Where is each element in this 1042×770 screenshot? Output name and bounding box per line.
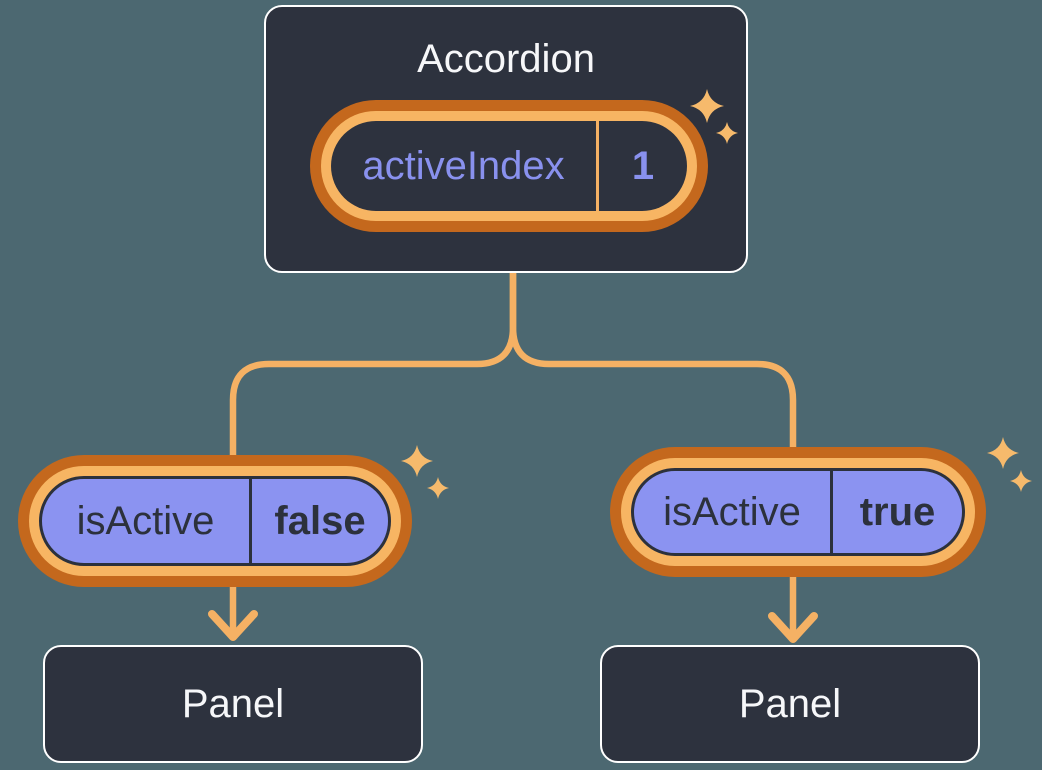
- sparkle-icon: [987, 437, 1019, 469]
- state-divider: [830, 471, 833, 553]
- state-pill-isactive-left: isActive false: [18, 455, 412, 587]
- arrow-down-icon: [208, 610, 258, 641]
- panel-node-right: Panel: [600, 645, 980, 763]
- state-pill-glow-ring: isActive false: [29, 466, 401, 576]
- state-name: activeIndex: [362, 144, 565, 188]
- state-value: true: [859, 490, 936, 534]
- accordion-node: Accordion activeIndex 1: [264, 5, 748, 273]
- state-pill-glow-ring: isActive true: [621, 458, 975, 566]
- sparkle-icon: [1010, 470, 1032, 492]
- panel-title: Panel: [738, 682, 842, 726]
- state-pill-isactive-right: isActive true: [610, 447, 986, 577]
- state-value: 1: [631, 144, 655, 188]
- state-pill-activeindex: activeIndex 1: [310, 100, 708, 232]
- state-pill-glow-ring: activeIndex 1: [321, 111, 697, 221]
- panel-node-left: Panel: [43, 645, 423, 763]
- sparkle-icon: [427, 477, 449, 499]
- state-name: isActive: [76, 499, 215, 543]
- panel-title: Panel: [181, 682, 285, 726]
- accordion-title: Accordion: [417, 37, 595, 81]
- arrow-down-icon: [768, 612, 818, 643]
- sparkle-icon: [401, 445, 433, 477]
- state-value: false: [274, 499, 366, 543]
- state-divider: [596, 121, 599, 211]
- state-name: isActive: [663, 490, 801, 534]
